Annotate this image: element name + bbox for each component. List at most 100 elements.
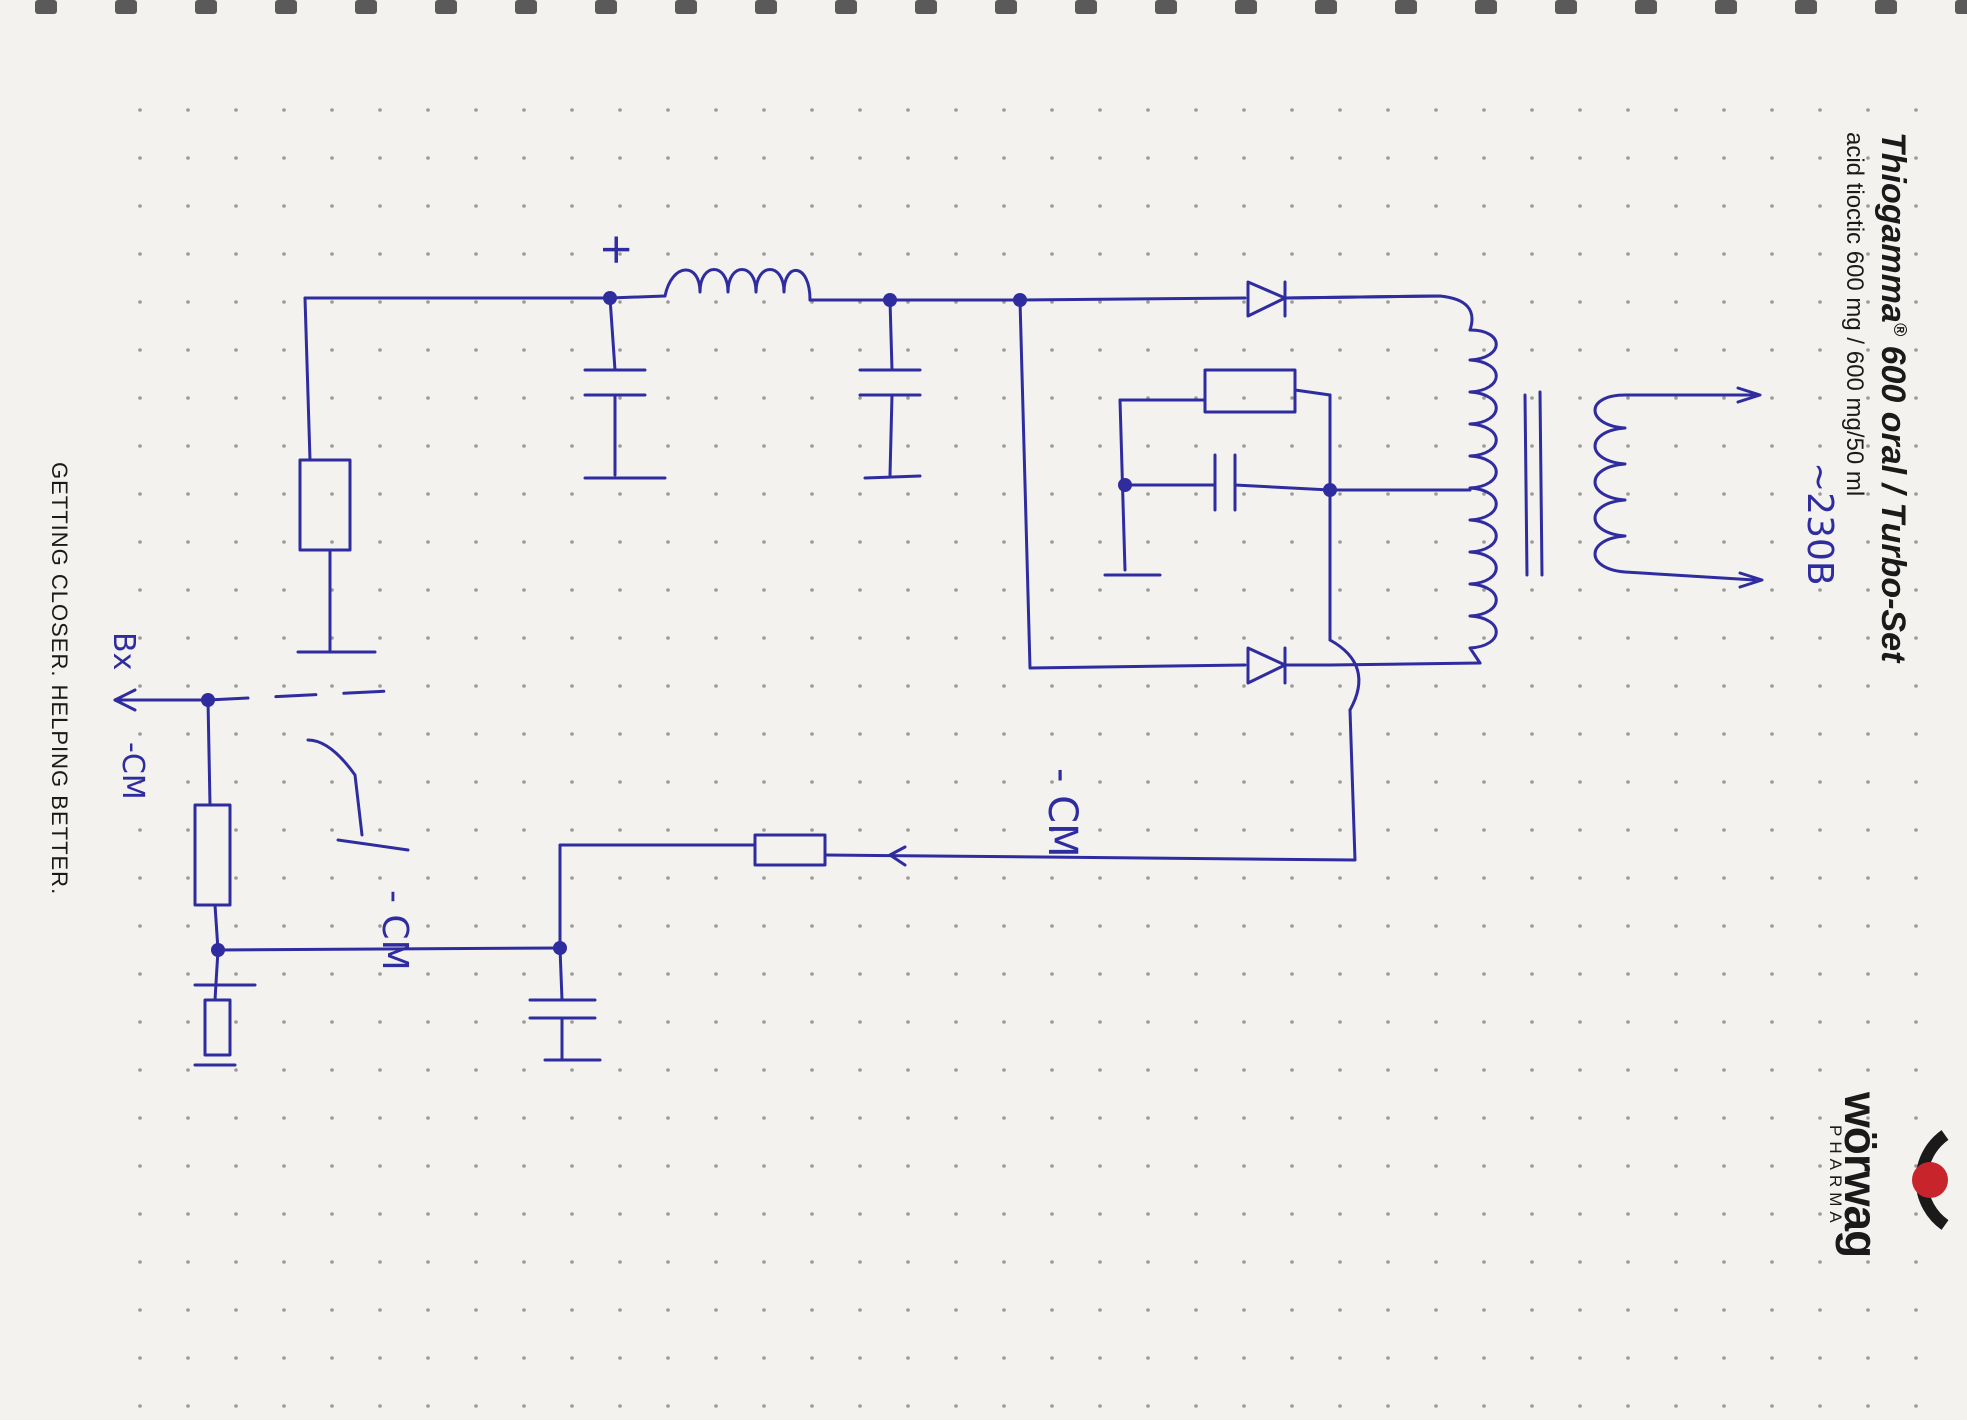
grid-dot: [522, 828, 526, 832]
grid-dot: [1626, 876, 1630, 880]
grid-dot: [954, 684, 958, 688]
grid-dot: [762, 1068, 766, 1072]
grid-dot: [1098, 156, 1102, 160]
grid-dot: [762, 348, 766, 352]
grid-dot: [1194, 924, 1198, 928]
grid-dot: [618, 300, 622, 304]
junction-dot: [201, 693, 215, 707]
grid-dot: [426, 396, 430, 400]
grid-dot: [1290, 972, 1294, 976]
grid-dot: [762, 396, 766, 400]
bridge-left-vertical: [1018, 298, 1247, 670]
grid-dot: [1866, 204, 1870, 208]
grid-dot: [1338, 876, 1342, 880]
grid-dot: [1290, 1212, 1294, 1216]
grid-dot: [1722, 444, 1726, 448]
inner-resistor-right: [1293, 388, 1332, 397]
grid-dot: [1242, 972, 1246, 976]
grid-dot: [378, 1116, 382, 1120]
grid-dot: [1002, 780, 1006, 784]
grid-dot: [1386, 300, 1390, 304]
grid-dot: [1770, 396, 1774, 400]
grid-dot: [570, 492, 574, 496]
grid-dot: [186, 588, 190, 592]
grid-dot: [1242, 156, 1246, 160]
grid-dot: [1482, 1020, 1486, 1024]
grid-dot: [282, 1020, 286, 1024]
dot-grid: [138, 108, 1918, 1408]
grid-dot: [522, 1068, 526, 1072]
grid-dot: [1434, 1068, 1438, 1072]
grid-dot: [1338, 1164, 1342, 1168]
grid-dot: [1578, 300, 1582, 304]
grid-dot: [186, 972, 190, 976]
grid-dot: [762, 540, 766, 544]
grid-dot: [1194, 1020, 1198, 1024]
grid-dot: [234, 1116, 238, 1120]
grid-dot: [666, 780, 670, 784]
grid-dot: [522, 876, 526, 880]
grid-dot: [1626, 1356, 1630, 1360]
grid-dot: [1914, 924, 1918, 928]
grid-dot: [858, 444, 862, 448]
grid-dot: [378, 1404, 382, 1408]
grid-dot: [1242, 684, 1246, 688]
grid-dot: [570, 1356, 574, 1360]
grid-dot: [1434, 300, 1438, 304]
grid-dot: [1626, 444, 1630, 448]
grid-dot: [714, 540, 718, 544]
grid-dot: [234, 924, 238, 928]
grid-dot: [330, 972, 334, 976]
grid-dot: [714, 492, 718, 496]
grid-dot: [1530, 444, 1534, 448]
grid-dot: [1194, 540, 1198, 544]
grid-dot: [330, 444, 334, 448]
spiral-ring: [1075, 0, 1097, 14]
grid-dot: [954, 540, 958, 544]
grid-dot: [1722, 588, 1726, 592]
grid-dot: [1866, 444, 1870, 448]
grid-dot: [1050, 540, 1054, 544]
grid-dot: [1722, 1308, 1726, 1312]
grid-dot: [762, 108, 766, 112]
grid-dot: [1578, 204, 1582, 208]
grid-dot: [1674, 300, 1678, 304]
grid-dot: [1386, 1356, 1390, 1360]
grid-dot: [282, 204, 286, 208]
grid-dot: [1338, 1356, 1342, 1360]
grid-dot: [1146, 540, 1150, 544]
bottom-cap-lead: [558, 946, 564, 1002]
grid-dot: [570, 636, 574, 640]
grid-dot: [1626, 492, 1630, 496]
grid-dot: [858, 204, 862, 208]
grid-dot: [1578, 492, 1582, 496]
grid-dot: [1290, 204, 1294, 208]
grid-dot: [378, 540, 382, 544]
grid-dot: [618, 1260, 622, 1264]
grid-dot: [186, 396, 190, 400]
spiral-ring: [1155, 0, 1177, 14]
grid-dot: [378, 732, 382, 736]
bottom-wire: [216, 946, 562, 952]
grid-dot: [1050, 924, 1054, 928]
grid-dot: [522, 300, 526, 304]
grid-dot: [330, 156, 334, 160]
grid-dot: [666, 1212, 670, 1216]
positive-label: +: [593, 232, 642, 268]
grid-dot: [1482, 252, 1486, 256]
grid-dot: [1242, 1404, 1246, 1408]
grid-dot: [1338, 156, 1342, 160]
grid-dot: [954, 780, 958, 784]
grid-dot: [426, 684, 430, 688]
grid-dot: [906, 1116, 910, 1120]
grid-dot: [1482, 588, 1486, 592]
negative-label-left: -CM: [115, 742, 150, 800]
grid-dot: [1098, 972, 1102, 976]
grid-dot: [1386, 1068, 1390, 1072]
grid-dot: [1626, 1212, 1630, 1216]
grid-dot: [570, 300, 574, 304]
grid-dot: [1818, 348, 1822, 352]
spiral-binding: [35, 0, 1967, 14]
grid-dot: [714, 252, 718, 256]
